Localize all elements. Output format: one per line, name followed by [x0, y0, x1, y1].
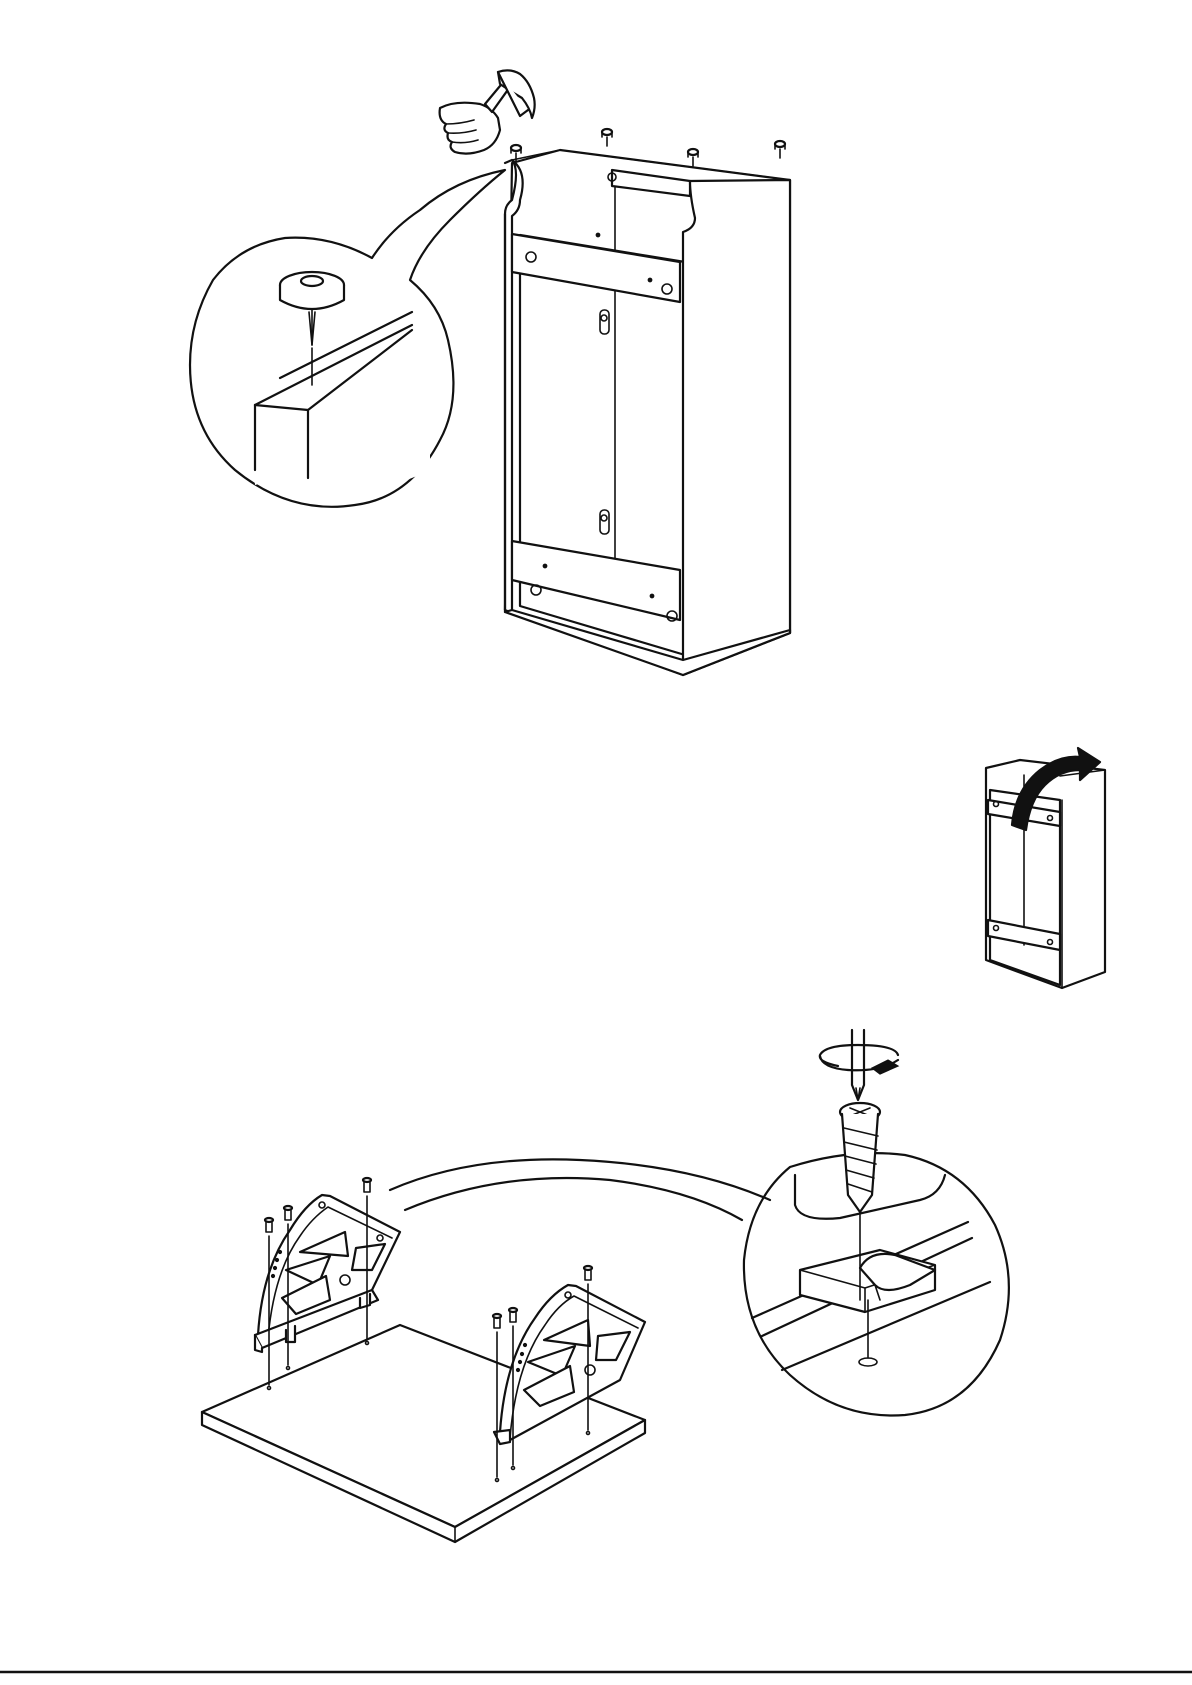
bracket-icon [255, 1195, 400, 1352]
step-attach-glides [190, 70, 790, 675]
screwdriver-icon [852, 1030, 864, 1100]
hammer-icon [485, 70, 535, 118]
cabinet-thumbnail-icon [986, 760, 1105, 988]
cabinet-carcass [505, 150, 790, 675]
step-mount-brackets [202, 1030, 1009, 1542]
magnifier-callout-icon [190, 170, 505, 507]
step-tilt-cabinet [986, 748, 1105, 988]
